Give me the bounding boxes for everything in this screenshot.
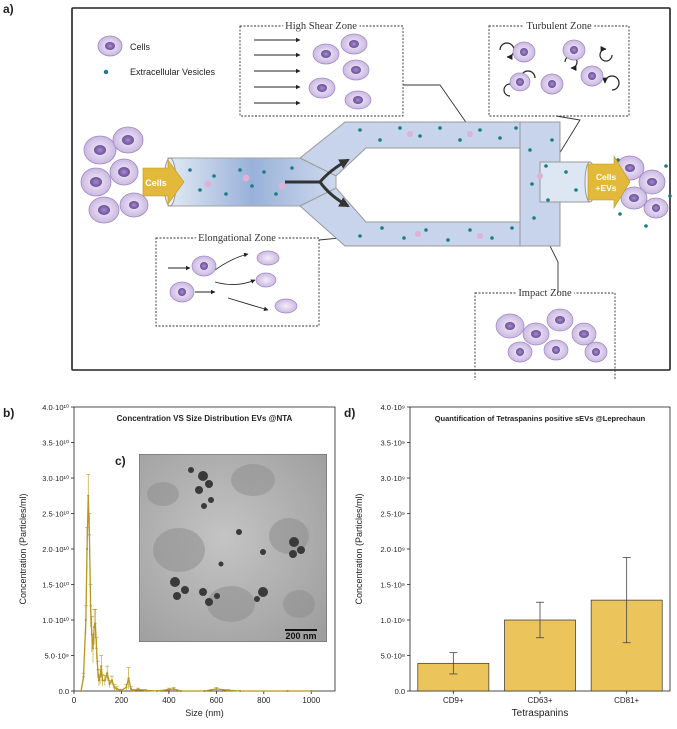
- chart-title: Concentration VS Size Distribution EVs @…: [117, 414, 293, 423]
- data-point: [120, 689, 122, 691]
- data-point: [100, 665, 102, 667]
- data-point: [87, 495, 89, 497]
- data-point: [137, 688, 139, 690]
- legend-evs-label: Extracellular Vesicles: [130, 67, 216, 77]
- data-point: [180, 690, 182, 692]
- data-point: [125, 686, 127, 688]
- x-tick-label: CD63+: [527, 696, 552, 705]
- data-point: [86, 548, 88, 550]
- y-tick-label: 0.0: [59, 687, 69, 696]
- x-tick-label: 400: [162, 696, 176, 705]
- x-tick-label: 200: [115, 696, 129, 705]
- data-point: [80, 690, 82, 692]
- data-point: [144, 689, 146, 691]
- data-point: [168, 688, 170, 690]
- outlet-arrow-label-line1: Cells: [596, 172, 617, 182]
- y-tick-label: 5.0·10⁸: [381, 652, 405, 661]
- y-tick-label: 1.0·10⁹: [381, 616, 405, 625]
- y-axis-label: Concentration (Particles/ml): [18, 493, 28, 604]
- y-tick-label: 3.0·10⁹: [381, 474, 405, 483]
- y-tick-label: 2.5·10⁹: [381, 510, 405, 519]
- data-point: [108, 683, 110, 685]
- data-point: [95, 647, 97, 649]
- data-point: [113, 686, 115, 688]
- data-point: [111, 679, 113, 681]
- data-point: [106, 672, 108, 674]
- inlet-arrow-label: Cells: [145, 178, 167, 188]
- data-point: [90, 605, 92, 607]
- tetraspanin-chart: Quantification of Tetraspanins positive …: [340, 395, 677, 725]
- high-shear-zone-label: High Shear Zone: [285, 21, 357, 32]
- legend-cells-icon: [98, 36, 122, 56]
- tem-micrograph: 200 nm: [139, 454, 327, 642]
- data-point: [85, 619, 87, 621]
- data-point: [132, 689, 134, 691]
- y-tick-label: 2.0·10⁹: [381, 545, 405, 554]
- scale-bar-label: 200 nm: [285, 631, 316, 641]
- data-point: [94, 622, 96, 624]
- turbulent-zone-label: Turbulent Zone: [526, 21, 592, 32]
- data-point: [203, 690, 205, 692]
- y-tick-label: 2.5·10¹⁰: [42, 510, 69, 519]
- x-axis-label: Tetraspanins: [512, 708, 569, 719]
- data-point: [97, 669, 99, 671]
- x-tick-label: 600: [210, 696, 224, 705]
- outlet-arrow-label-line2: +EVs: [595, 183, 616, 193]
- y-tick-label: 4.0·10¹⁰: [42, 403, 69, 412]
- data-point: [127, 677, 129, 679]
- y-tick-label: 3.0·10¹⁰: [42, 474, 69, 483]
- panel-c-letter: c): [115, 454, 126, 468]
- data-point: [227, 689, 229, 691]
- x-tick-label: CD81+: [614, 696, 639, 705]
- y-tick-label: 3.5·10⁹: [381, 439, 405, 448]
- data-point: [156, 690, 158, 692]
- data-point: [93, 626, 95, 628]
- inlet-cell-cluster: [81, 127, 148, 223]
- data-point: [82, 676, 84, 678]
- data-point: [215, 688, 217, 690]
- flow-schematic: Cells Extracellular Vesicles High Shear …: [0, 0, 677, 380]
- impact-zone-label: Impact Zone: [518, 288, 572, 299]
- y-tick-label: 3.5·10¹⁰: [42, 439, 69, 448]
- data-point: [98, 679, 100, 681]
- y-tick-label: 2.0·10¹⁰: [42, 545, 69, 554]
- data-point: [92, 647, 94, 649]
- y-tick-label: 4.0·10⁹: [381, 403, 405, 412]
- x-tick-label: 1000: [302, 696, 320, 705]
- elongational-zone-label: Elongational Zone: [198, 233, 276, 244]
- data-point: [173, 688, 175, 690]
- x-tick-label: 800: [257, 696, 271, 705]
- data-point: [239, 690, 241, 692]
- data-point: [101, 679, 103, 681]
- y-tick-label: 1.5·10⁹: [381, 581, 405, 590]
- data-point: [104, 679, 106, 681]
- y-axis-label: Concentration (Particles/ml): [354, 493, 364, 604]
- data-point: [88, 534, 90, 536]
- data-point: [130, 688, 132, 690]
- data-point: [310, 690, 312, 692]
- data-point: [91, 633, 93, 635]
- x-axis-label: Size (nm): [185, 708, 224, 718]
- legend-ev-icon: [104, 70, 108, 74]
- y-tick-label: 1.5·10¹⁰: [42, 581, 69, 590]
- legend-cells-label: Cells: [130, 42, 151, 52]
- x-tick-label: CD9+: [443, 696, 464, 705]
- x-tick-label: 0: [72, 696, 77, 705]
- chart-title: Quantification of Tetraspanins positive …: [435, 414, 646, 423]
- y-tick-label: 0.0: [395, 687, 405, 696]
- data-point: [116, 688, 118, 690]
- data-point: [99, 676, 101, 678]
- data-point: [286, 690, 288, 692]
- y-tick-label: 1.0·10¹⁰: [42, 616, 69, 625]
- y-tick-label: 5.0·10⁹: [45, 652, 69, 661]
